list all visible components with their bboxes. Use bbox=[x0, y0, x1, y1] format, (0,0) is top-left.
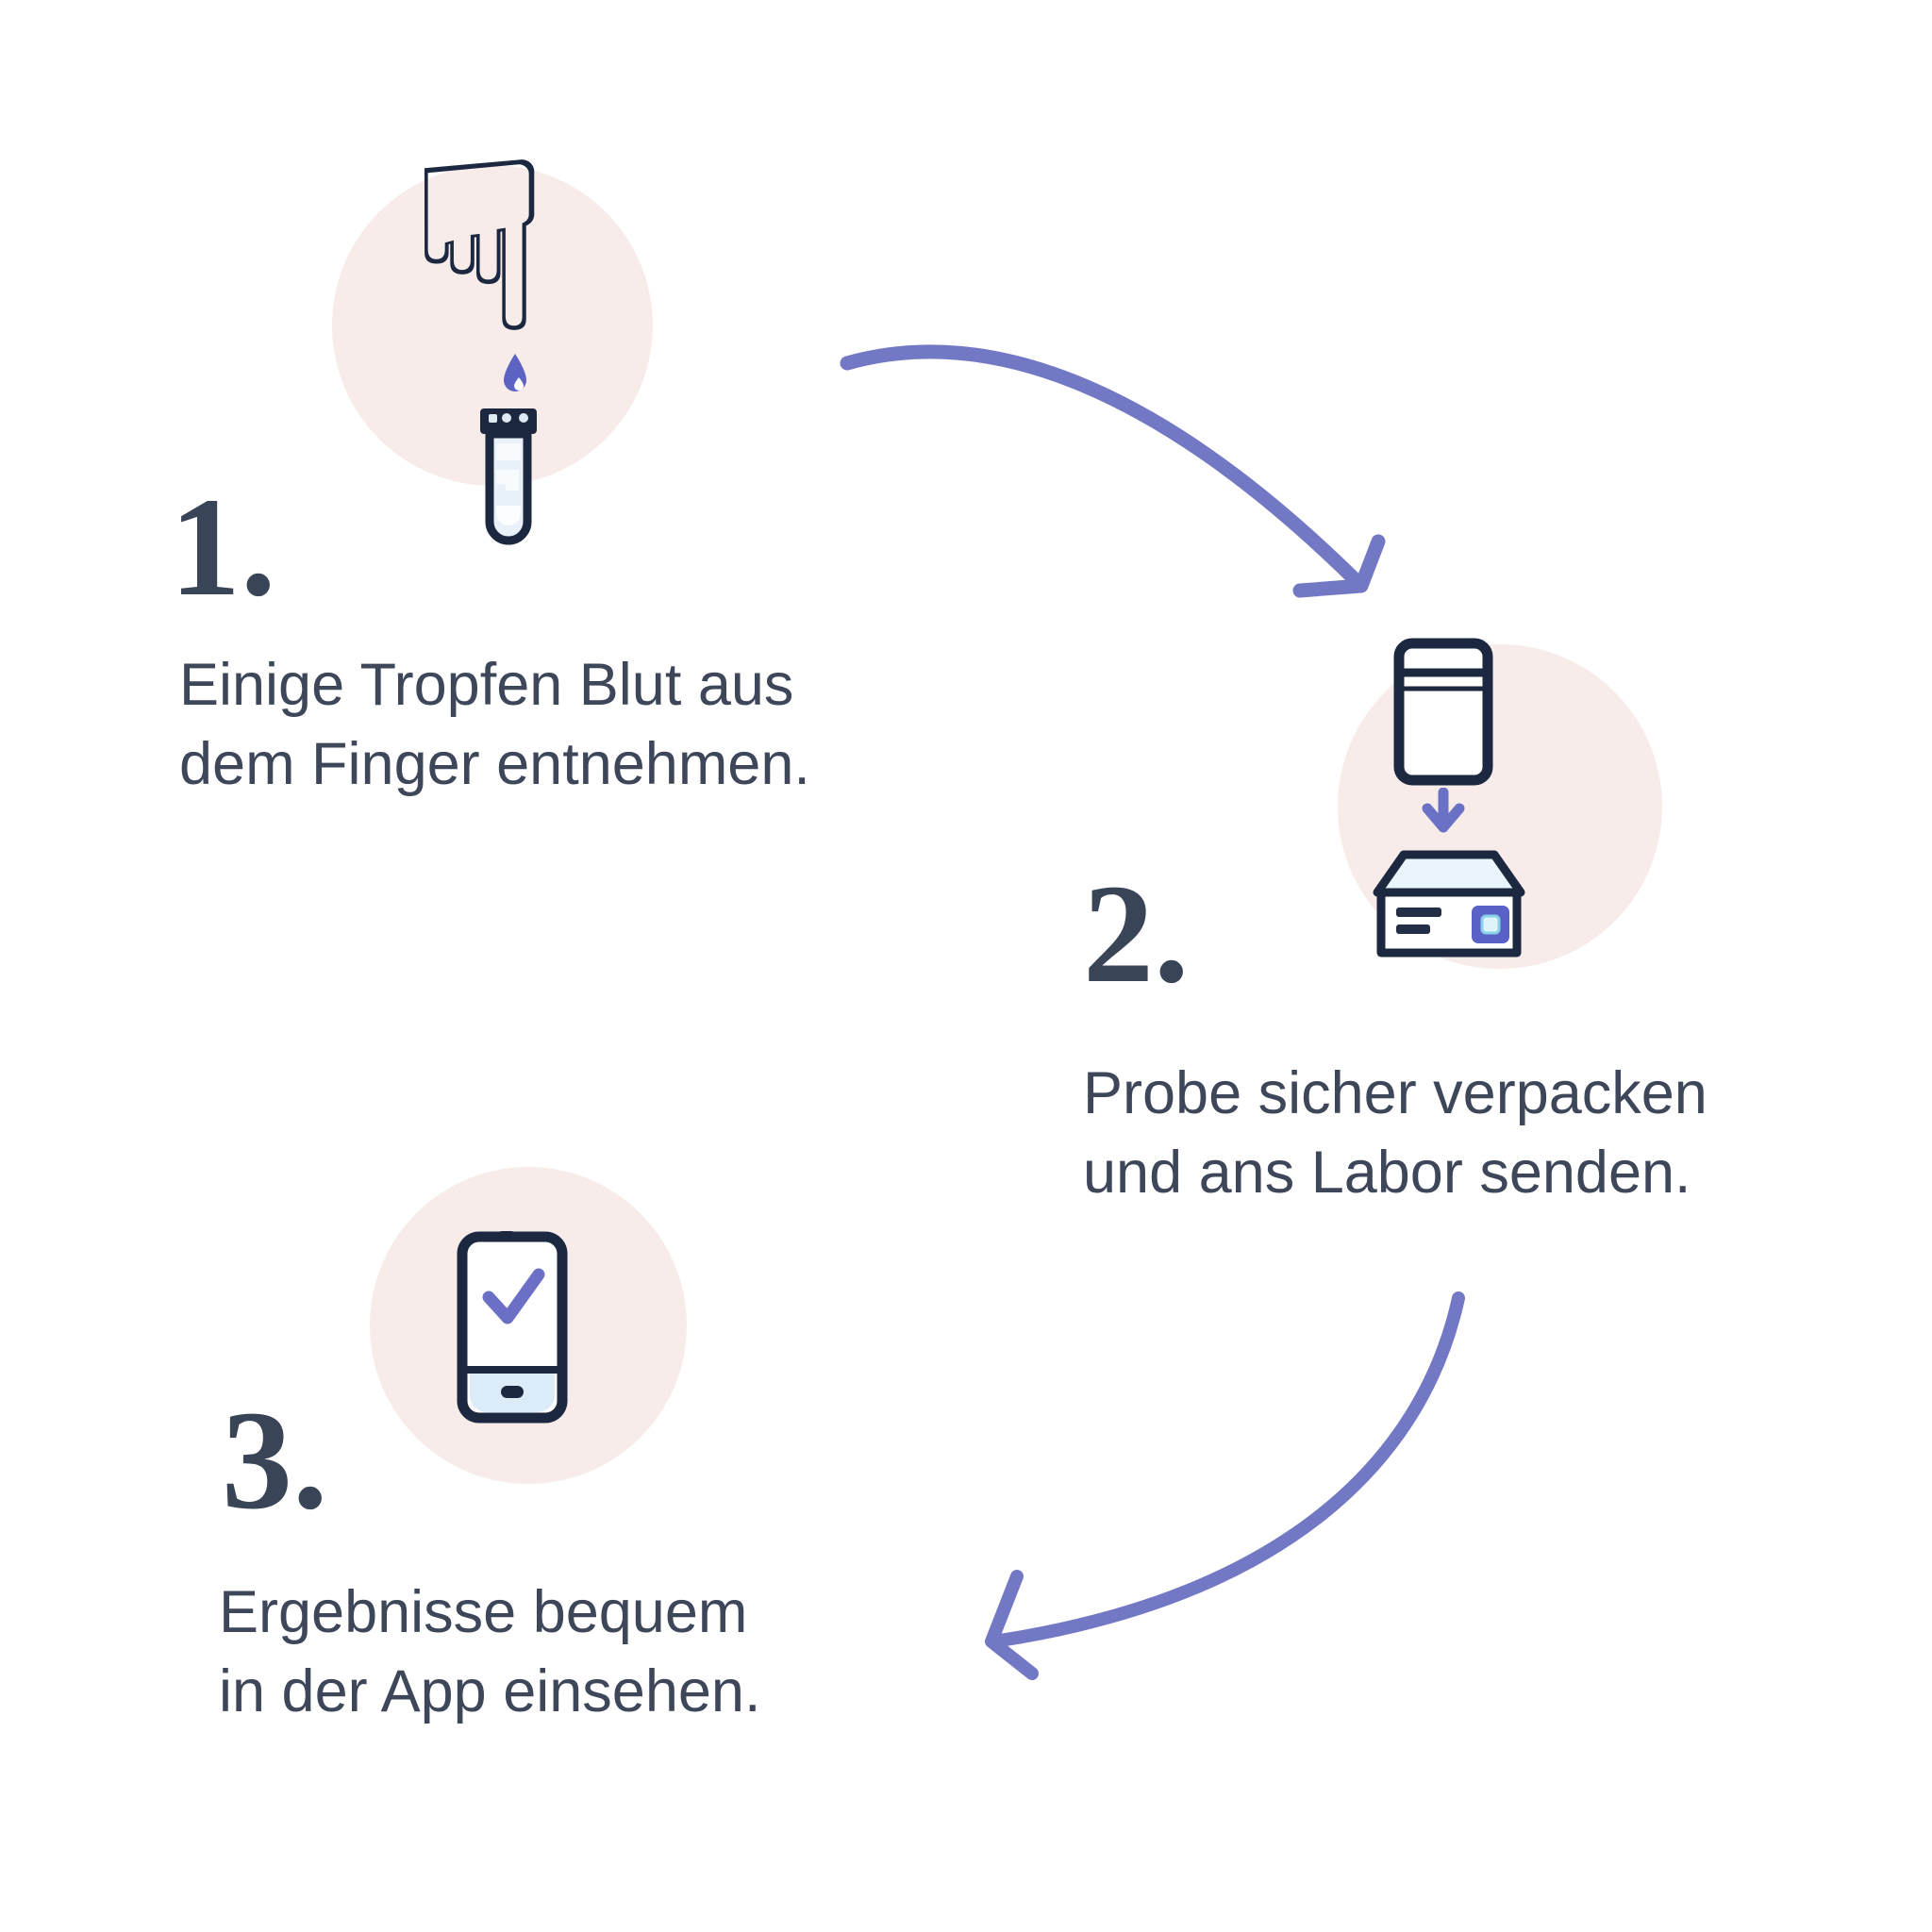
step-1-text: Einige Tropfen Blut aus dem Finger entne… bbox=[179, 646, 810, 805]
step-3-text: Ergebnisse bequem in der App einsehen. bbox=[219, 1574, 760, 1732]
step-1-text-line1: Einige Tropfen Blut aus bbox=[179, 652, 794, 718]
step-1-number: 1. bbox=[170, 469, 276, 625]
smartphone-check-icon bbox=[457, 1231, 568, 1424]
step-3-number: 3. bbox=[222, 1382, 328, 1539]
shipping-box-icon bbox=[1373, 850, 1525, 958]
step-2-text: Probe sicher verpacken und ans Labor sen… bbox=[1083, 1055, 1707, 1213]
curved-arrow-step1-to-step2-icon bbox=[840, 344, 1386, 598]
sample-bag-icon bbox=[1393, 638, 1493, 786]
step-3-text-line1: Ergebnisse bequem bbox=[219, 1579, 748, 1645]
arrow-down-icon bbox=[1422, 788, 1465, 833]
step-2-number: 2. bbox=[1083, 856, 1190, 1012]
pointing-finger-icon: ☟ bbox=[408, 110, 552, 385]
blood-drop-icon bbox=[504, 354, 526, 391]
step-2-text-line1: Probe sicher verpacken bbox=[1083, 1060, 1707, 1126]
test-tube-icon bbox=[480, 408, 537, 545]
curved-arrow-step2-to-step3-icon bbox=[985, 1291, 1465, 1680]
step-2-text-line2: und ans Labor senden. bbox=[1083, 1139, 1691, 1206]
step-1-text-line2: dem Finger entnehmen. bbox=[179, 730, 810, 797]
step-3-text-line2: in der App einsehen. bbox=[219, 1657, 761, 1724]
